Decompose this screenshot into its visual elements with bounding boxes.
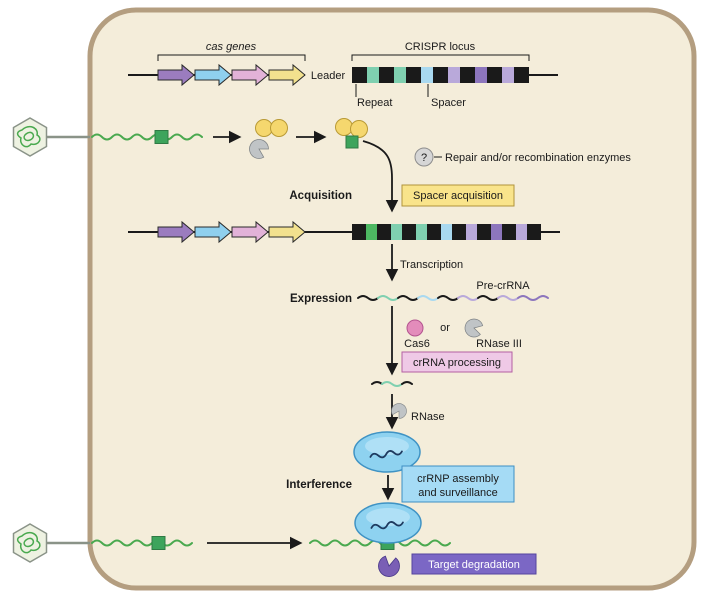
captured-spacer-square <box>345 135 359 149</box>
crrnp-assembly-label-line2: and surveillance <box>418 487 498 499</box>
cas1-cas2-complex-icon <box>245 119 288 162</box>
protospacer-square <box>151 536 166 550</box>
spacer-segment <box>421 67 433 83</box>
spacer-segment <box>441 224 452 240</box>
rnase-iii-label: RNase III <box>476 338 522 350</box>
question-circle-icon <box>414 147 434 167</box>
repeat-segment <box>406 67 421 83</box>
spacer-segment <box>466 224 477 240</box>
repeat-label: Repeat <box>357 97 392 109</box>
spacer-segment <box>502 67 514 83</box>
spacer-acquisition-label: Spacer acquisition <box>413 190 503 202</box>
rna-segment <box>381 381 403 387</box>
spacer-segment <box>394 67 406 83</box>
repeat-segment <box>452 224 466 240</box>
cas1-circle <box>335 118 353 136</box>
spacer-label: Spacer <box>431 97 466 109</box>
pre-crrna-label: Pre-crRNA <box>476 280 530 292</box>
repeat-segment <box>427 224 441 240</box>
injected-dna <box>91 133 203 141</box>
repeat-segment <box>377 224 391 240</box>
rna-segment <box>357 295 379 301</box>
crrnp-assembly-box <box>401 465 515 503</box>
spacer-segment <box>516 224 527 240</box>
acquisition-stage-label: Acquisition <box>289 190 352 202</box>
crispr-array-expanded <box>352 224 541 240</box>
protospacer-square <box>154 130 169 144</box>
cas1-cas2-spacer-complex-icon <box>335 118 368 149</box>
crrnp-highlight <box>366 508 410 526</box>
crispr-array-top <box>352 67 529 83</box>
rna-segment <box>477 295 499 301</box>
target-degradation-box <box>411 553 537 575</box>
rna-segment <box>497 295 519 301</box>
question-mark: ? <box>421 152 427 164</box>
rna-segment <box>457 295 479 301</box>
repeat-segment <box>527 224 541 240</box>
crrna-processing-label: crRNA processing <box>413 357 501 369</box>
interference-stage-label: Interference <box>286 479 352 491</box>
crrnp-highlight <box>365 437 409 455</box>
repeat-segment <box>433 67 448 83</box>
spacer-segment <box>448 67 460 83</box>
repeat-segment <box>460 67 475 83</box>
or-label: or <box>440 322 450 334</box>
repeat-segment <box>487 67 502 83</box>
cas6-label: Cas6 <box>404 338 430 350</box>
rna-segment <box>377 295 399 301</box>
rnase-label: RNase <box>411 411 445 423</box>
repeat-segment <box>352 67 367 83</box>
rna-segment <box>437 295 459 301</box>
rna-segment <box>397 295 419 301</box>
acquisition-flow-arrow <box>362 140 399 213</box>
repeat-segment <box>379 67 394 83</box>
crrna-processing-box <box>401 351 513 373</box>
crrnp-complex-bound-icon <box>354 502 422 544</box>
spacer-acquisition-box <box>401 184 515 207</box>
expression-stage-label: Expression <box>290 293 352 305</box>
spacer-segment <box>416 224 427 240</box>
repeat-segment <box>402 224 416 240</box>
repair-label: Repair and/or recombination enzymes <box>445 152 631 164</box>
transcription-label: Transcription <box>400 259 463 271</box>
new-spacer-segment <box>366 224 377 240</box>
injected-dna-bottom <box>91 539 193 547</box>
cas2-circle <box>350 120 368 138</box>
crispr-locus-bracket <box>351 54 530 61</box>
rna-segment <box>401 381 413 385</box>
crispr-locus-label: CRISPR locus <box>405 41 476 53</box>
cas-genes-label: cas genes <box>206 41 257 53</box>
repeat-segment <box>477 224 491 240</box>
phage-icon <box>12 523 48 563</box>
pre-crrna-transcript <box>357 295 549 301</box>
cas2-circle <box>270 119 288 137</box>
target-degradation-label: Target degradation <box>428 559 520 571</box>
spacer-segment <box>391 224 402 240</box>
cas1-circle <box>255 119 273 137</box>
phage-icon <box>12 117 48 157</box>
rna-segment <box>517 295 549 301</box>
spacer-segment <box>475 67 487 83</box>
spacer-segment <box>367 67 379 83</box>
cas-genes-bracket <box>157 54 306 61</box>
mature-crrna <box>371 381 413 387</box>
repeat-segment <box>352 224 366 240</box>
repeat-segment <box>502 224 516 240</box>
leader-label: Leader <box>311 70 346 82</box>
cas6-circle-icon <box>406 319 424 337</box>
rna-segment <box>417 295 439 301</box>
crrnp-complex-icon <box>353 431 421 473</box>
repeat-segment <box>514 67 529 83</box>
spacer-segment <box>491 224 502 240</box>
crrnp-assembly-label-line1: crRNP assembly <box>417 473 499 485</box>
rna-segment <box>371 381 383 385</box>
